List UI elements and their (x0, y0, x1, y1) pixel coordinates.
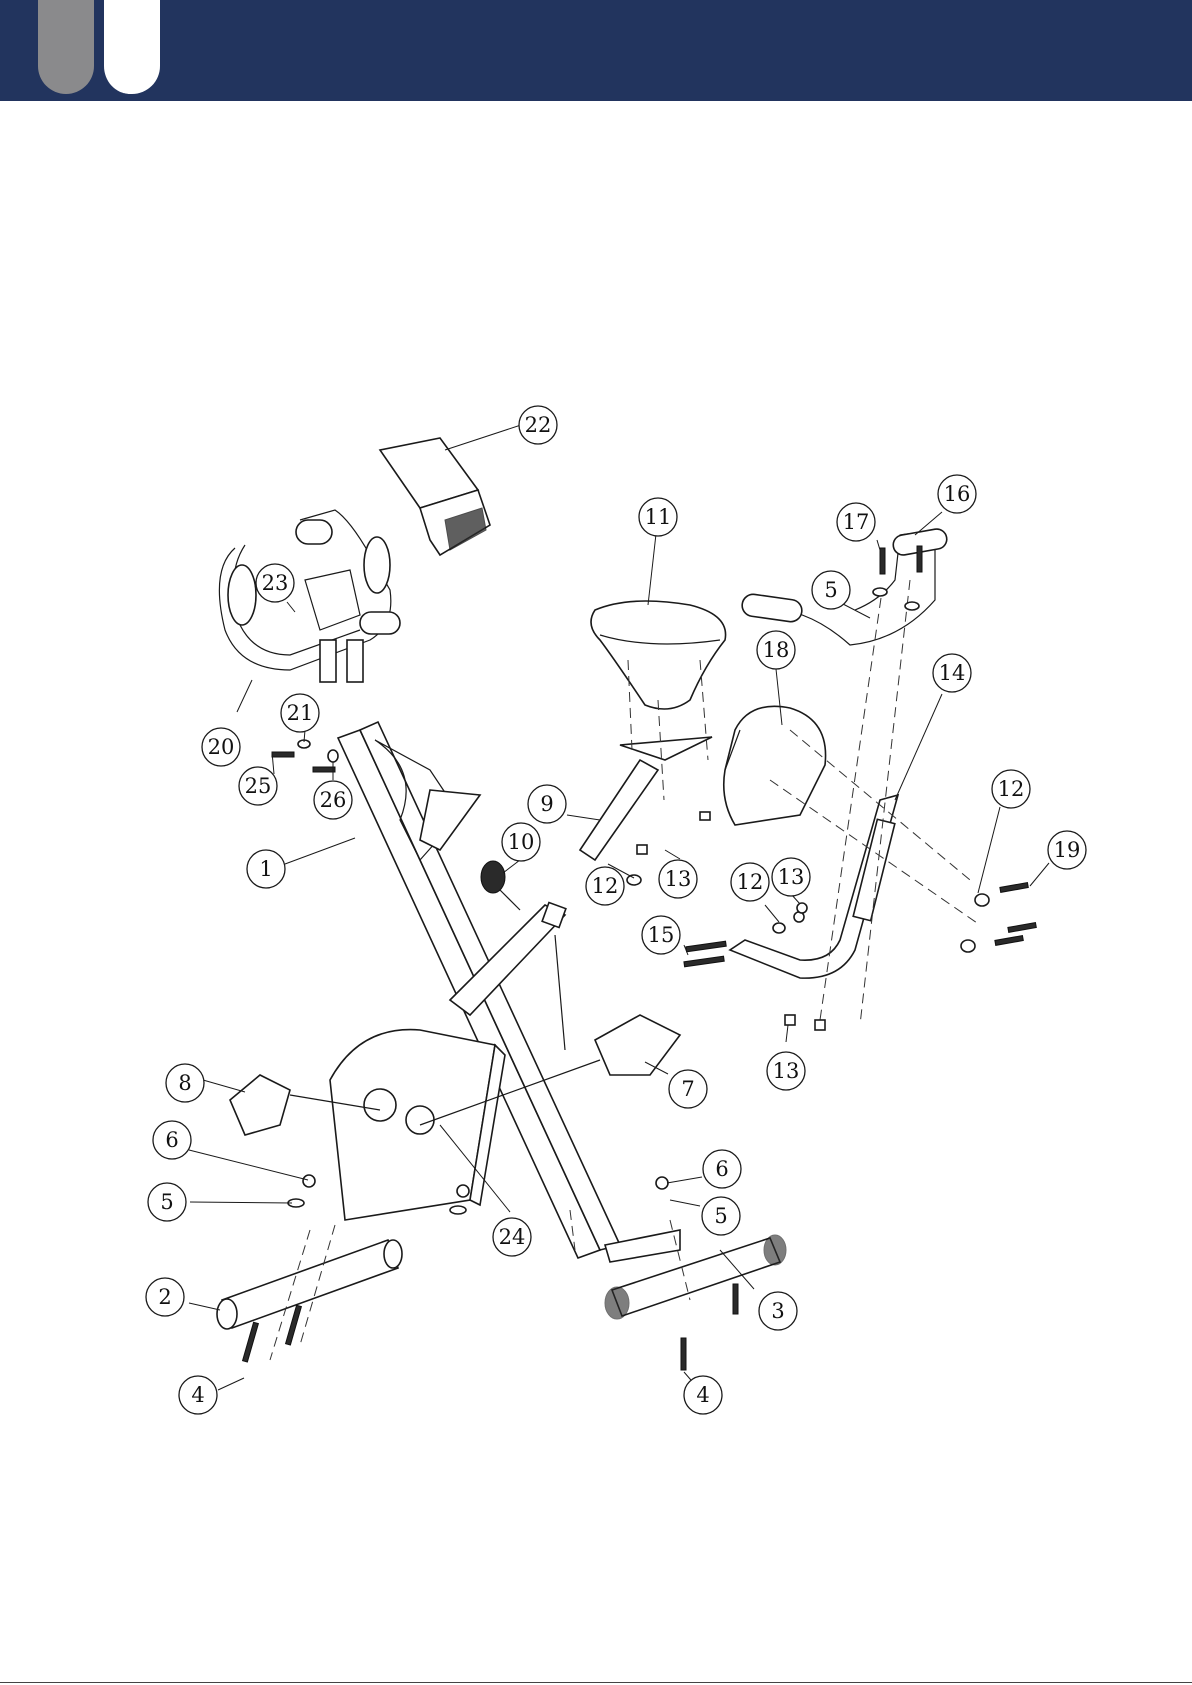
rear-stabiliser-part (605, 1230, 786, 1319)
svg-text:24: 24 (499, 1225, 526, 1249)
front-stabiliser-part (217, 1240, 402, 1329)
svg-text:7: 7 (681, 1077, 694, 1101)
callout-c6b: 6 (703, 1150, 741, 1188)
callout-c24: 24 (493, 1218, 531, 1256)
callout-c2: 2 (146, 1278, 184, 1316)
callout-c5a: 5 (812, 571, 850, 609)
svg-text:18: 18 (763, 638, 790, 662)
svg-text:3: 3 (771, 1299, 784, 1323)
callout-c15: 15 (642, 916, 680, 954)
callout-c26: 26 (314, 781, 352, 819)
callout-c13c: 13 (767, 1052, 805, 1090)
flywheel-cover-part (330, 1030, 505, 1220)
svg-text:19: 19 (1054, 838, 1081, 862)
svg-text:10: 10 (508, 830, 535, 854)
callout-c21: 21 (281, 694, 319, 732)
callout-c12c: 12 (731, 863, 769, 901)
svg-text:5: 5 (714, 1204, 727, 1228)
svg-text:12: 12 (592, 874, 619, 898)
callout-c4b: 4 (684, 1376, 722, 1414)
callout-c17: 17 (837, 503, 875, 541)
callout-c1: 1 (247, 850, 285, 888)
callout-c19: 19 (1048, 831, 1086, 869)
svg-text:8: 8 (178, 1071, 191, 1095)
svg-text:14: 14 (939, 661, 966, 685)
callout-c22: 22 (519, 406, 557, 444)
svg-text:2: 2 (158, 1285, 171, 1309)
svg-text:4: 4 (696, 1383, 709, 1407)
svg-text:20: 20 (208, 735, 235, 759)
callout-c12b: 12 (586, 867, 624, 905)
svg-text:1: 1 (259, 857, 272, 881)
callout-c5b: 5 (148, 1183, 186, 1221)
callout-c12a: 12 (992, 770, 1030, 808)
parts-artwork (217, 438, 948, 1329)
svg-text:16: 16 (944, 482, 971, 506)
svg-text:5: 5 (824, 578, 837, 602)
callout-c11: 11 (639, 498, 677, 536)
seat-bracket-part (580, 737, 712, 860)
callout-c16: 16 (938, 475, 976, 513)
callout-c4a: 4 (179, 1376, 217, 1414)
svg-text:5: 5 (160, 1190, 173, 1214)
seat-part (591, 601, 726, 709)
svg-text:9: 9 (540, 792, 553, 816)
callout-c9: 9 (528, 785, 566, 823)
callout-c25: 25 (239, 767, 277, 805)
svg-text:15: 15 (648, 923, 675, 947)
callout-c7: 7 (669, 1070, 707, 1108)
svg-text:21: 21 (287, 701, 314, 725)
svg-text:13: 13 (778, 865, 805, 889)
callout-c18: 18 (757, 631, 795, 669)
svg-text:26: 26 (320, 788, 347, 812)
svg-text:11: 11 (645, 505, 672, 529)
backrest-part (724, 706, 826, 825)
footer-rule (0, 1682, 1192, 1683)
callout-c3: 3 (759, 1292, 797, 1330)
callout-c14: 14 (933, 654, 971, 692)
svg-text:22: 22 (525, 413, 552, 437)
tension-knob-part (481, 861, 520, 910)
callout-c8: 8 (166, 1064, 204, 1102)
callout-c5c: 5 (702, 1197, 740, 1235)
callout-c20: 20 (202, 728, 240, 766)
callout-c13a: 13 (659, 860, 697, 898)
svg-text:6: 6 (165, 1128, 178, 1152)
svg-text:13: 13 (665, 867, 692, 891)
svg-text:25: 25 (245, 774, 272, 798)
callout-c10: 10 (502, 823, 540, 861)
svg-text:12: 12 (737, 870, 764, 894)
handlebar-part (219, 510, 400, 682)
svg-text:17: 17 (843, 510, 870, 534)
svg-text:23: 23 (262, 571, 289, 595)
svg-text:12: 12 (998, 777, 1025, 801)
svg-text:13: 13 (773, 1059, 800, 1083)
callout-c13b: 13 (772, 858, 810, 896)
callout-c6a: 6 (153, 1121, 191, 1159)
svg-text:4: 4 (191, 1383, 204, 1407)
monitor-part (380, 438, 490, 555)
callout-c23: 23 (256, 564, 294, 602)
svg-text:6: 6 (715, 1157, 728, 1181)
